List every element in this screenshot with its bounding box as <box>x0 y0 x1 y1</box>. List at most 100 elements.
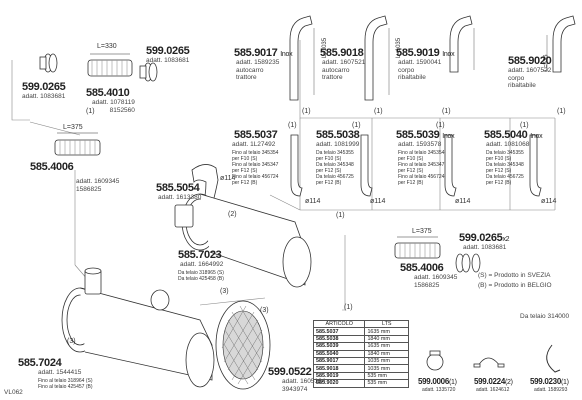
adatt-585-9020: adatt. 1607522 corpo ribaltabile <box>508 67 552 89</box>
label-585-4006-right: 585.4006 <box>400 262 444 274</box>
table-cell-code: 585.9020 <box>312 379 366 388</box>
diam-5040: ø114 <box>541 198 557 205</box>
table-cell-length: 1035 mm <box>364 356 409 366</box>
stack-585-9019 <box>449 15 475 73</box>
adatt-599-0265-right: adatt. 1083681 <box>463 244 507 251</box>
callout-1-c: (1) <box>374 108 383 115</box>
legend-telaio: Da telaio 314000 <box>520 313 570 320</box>
label-599-0230: 599.0230(1) <box>530 377 569 387</box>
adatt-585-9018: adatt. 1607521 autocarro trattore <box>322 59 366 81</box>
label-599-0265-top: 599.0265 <box>146 45 190 57</box>
table-cell-code: 585.5038 <box>312 334 366 344</box>
mesh-screen-599-0522 <box>215 300 271 390</box>
diam-elbow: ø114 <box>220 175 236 182</box>
label-585-5038: 585.5038 <box>316 129 360 141</box>
silencer-585-7023 <box>174 193 312 288</box>
table-cell-code: 585.5040 <box>312 349 366 358</box>
dim-l375-left: L=375 <box>63 124 83 131</box>
stack-585-9017 <box>289 15 315 101</box>
adatt-585-7024: adatt. 1544415 <box>38 369 82 376</box>
label-599-0224: 599.0224(2) <box>474 377 513 387</box>
label-599-0006: 599.0006(1) <box>418 377 457 387</box>
page-id: VL062 <box>4 389 23 396</box>
adatt-599-0265-top: adatt. 1083681 <box>146 57 190 64</box>
adatt-585-7023: adatt. 1664992 <box>180 261 224 268</box>
flex-pipe-585-4006-right <box>394 236 441 259</box>
label-585-9017: 585.9017 Inox <box>234 47 293 59</box>
callout-1-h: (1) <box>436 122 445 129</box>
stack-585-9018 <box>364 15 390 101</box>
table-cell-length: 535 mm <box>364 379 409 388</box>
adatt-585-9019: adatt. 1590041 corpo ribaltabile <box>398 59 442 81</box>
label-585-5054: 585.5054 <box>156 182 200 194</box>
callout-1-g: (1) <box>352 122 361 129</box>
pipe-585-5037 <box>290 134 303 197</box>
flex-pipe-585-4010 <box>87 53 133 77</box>
table-cell-length: 535 mm <box>364 371 409 381</box>
table-cell-code: 585.5037 <box>312 327 366 336</box>
callout-1-i: (1) <box>520 122 529 129</box>
adatt-599-0224: adatt. 1624612 <box>476 387 510 393</box>
table-cell-length: 1635 mm <box>364 327 409 336</box>
legend-svezia: (S) = Prodotto in SVEZIA <box>478 272 551 279</box>
clamp-599-0265-top <box>139 62 158 82</box>
label-599-0265-right: 599.0265x2 <box>459 232 510 244</box>
adatt-585-5054: adatt. 1613380 <box>158 194 202 201</box>
pipe-585-5038 <box>360 134 373 197</box>
table-cell-length: 1035 mm <box>364 364 409 373</box>
label-585-5039: 585.5039 Inox <box>396 129 455 141</box>
table-cell-code: 585.5039 <box>312 342 366 351</box>
table-header-lts: LTS <box>364 319 409 329</box>
adatt-585-4006-right: adatt. 1609345 1586825 <box>414 274 458 289</box>
callout-2: (2) <box>228 211 237 218</box>
label-585-9018: 585.9018 <box>320 47 364 59</box>
adatt-585-9017: adatt. 1589235 autocarro trattore <box>236 59 280 81</box>
label-585-7024: 585.7024 <box>18 357 62 369</box>
adatt-585-5038: adatt. 1081999 <box>316 141 360 148</box>
adatt-585-5037: adatt. 1L27492 <box>232 141 276 148</box>
dim-l375-right: L=375 <box>412 228 432 235</box>
flex-pipe-585-4006-left <box>54 132 101 156</box>
table-header-row: ARTICOLO LTS <box>312 319 409 329</box>
callout-1-k: (1) <box>344 304 353 311</box>
notes-585-7023: Da telaio 318965 (S) Da telaio 425458 (B… <box>178 270 224 282</box>
label-585-4010: 585.4010 <box>86 87 130 99</box>
notes-585-5037: Fino al telaio 345354 per F10 (S) Fino a… <box>232 150 279 186</box>
callout-1-b: (1) <box>302 108 311 115</box>
label-585-5037: 585.5037 <box>234 129 278 141</box>
diam-5038: ø114 <box>370 198 386 205</box>
clamp-599-0224 <box>473 357 505 368</box>
table-cell-length: 1635 mm <box>364 342 409 351</box>
label-585-7023: 585.7023 <box>178 249 222 261</box>
callout-1-f: (1) <box>288 122 297 129</box>
callout-1-d: (1) <box>442 108 451 115</box>
notes-585-5038: Da telaio 345355 per F10 (S) Da telaio 3… <box>316 150 354 186</box>
table-cell-code: 585.9018 <box>312 364 366 373</box>
label-585-5040: 585.5040 Inox <box>484 129 543 141</box>
notes-585-7024: Fino al telaio 318964 (S) Fino al telaio… <box>38 378 93 390</box>
label-585-9020: 585.9020 <box>508 55 552 67</box>
label-599-0522: 599.0522 <box>268 366 312 378</box>
clamp-599-0006 <box>426 350 444 371</box>
label-585-4006-left: 585.4006 <box>30 161 74 173</box>
adatt-599-0522: adatt. 1605164 3943974 <box>282 378 326 393</box>
pipe-585-5040 <box>529 134 542 197</box>
callout-3-b: (3) <box>67 338 76 345</box>
diam-5037: ø114 <box>305 198 321 205</box>
adatt-599-0265-left: adatt. 1083681 <box>22 93 66 100</box>
table-cell-length: 1840 mm <box>364 334 409 344</box>
notes-585-5040: Da telaio 345355 per F10 (S) Da telaio 3… <box>486 150 524 186</box>
label-585-9019: 585.9019 Inox <box>396 47 455 59</box>
stack-585-9020 <box>546 15 576 73</box>
table-cell-code: 585.9017 <box>312 356 366 366</box>
callout-3-c: (3) <box>220 288 229 295</box>
